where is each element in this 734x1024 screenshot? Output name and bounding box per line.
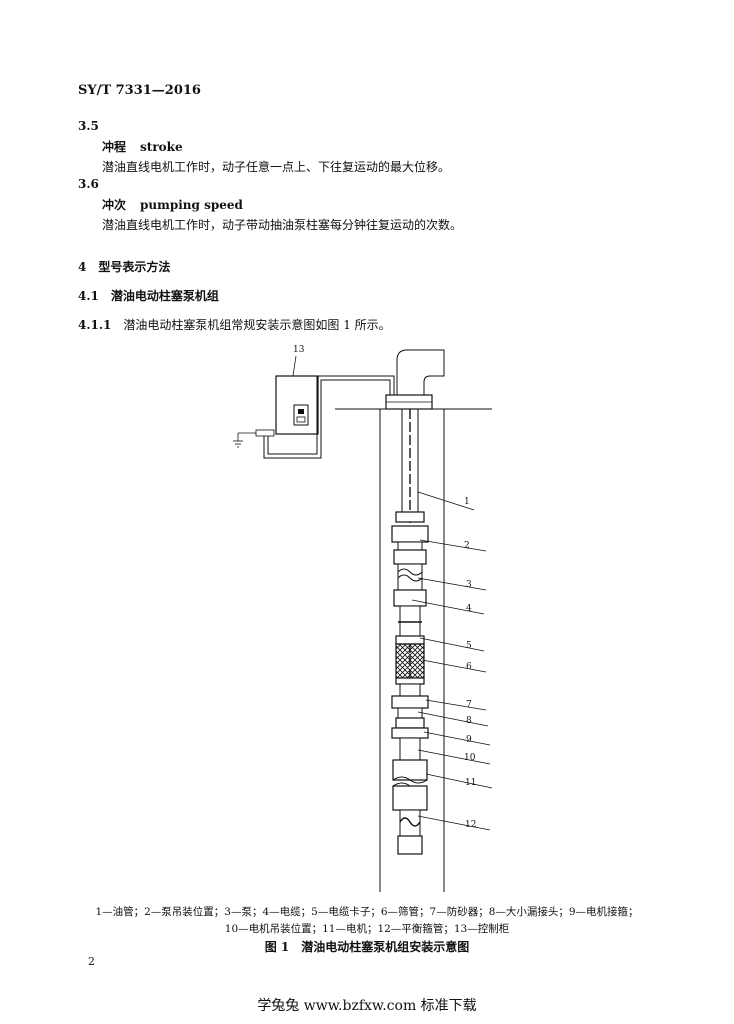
pump-body bbox=[397, 563, 423, 591]
callout-leader bbox=[417, 711, 489, 727]
pump-lower-body bbox=[393, 589, 427, 607]
balance-pipe-break bbox=[399, 817, 421, 827]
term-english: stroke bbox=[140, 140, 183, 154]
sand-control-tube bbox=[399, 683, 421, 697]
motor-lower-body bbox=[392, 785, 428, 811]
section-number: 4 bbox=[78, 260, 87, 274]
callout-number: 3 bbox=[466, 580, 472, 590]
sand-control-device bbox=[391, 695, 429, 709]
figure-number: 图 1 bbox=[264, 940, 290, 954]
section-number: 4.1 bbox=[78, 289, 99, 303]
pump-hanging-joint bbox=[395, 511, 425, 523]
callout-leader bbox=[425, 773, 493, 789]
cabinet-indicator bbox=[296, 416, 306, 423]
motor-coupling bbox=[391, 727, 429, 739]
clause-definition: 潜油直线电机工作时，动子带动抽油泵柱塞每分钟往复运动的次数。 bbox=[102, 218, 463, 232]
callout-number: 4 bbox=[466, 604, 472, 614]
clause-number: 3.5 bbox=[78, 119, 99, 133]
figure-legend-line: 1—油管；2—泵吊装位置；3—泵；4—电缆；5—电缆卡子；6—筛管；7—防砂器；… bbox=[95, 906, 639, 918]
term-english: pumping speed bbox=[140, 198, 243, 212]
pump-break-mark bbox=[397, 568, 423, 582]
paragraph-text: 潜油电动柱塞泵机组常规安装示意图如图 1 所示。 bbox=[123, 318, 391, 332]
callout-leader bbox=[292, 355, 297, 377]
section-heading: 4 型号表示方法 bbox=[78, 258, 170, 275]
callout-leader bbox=[423, 731, 491, 746]
clause-term: 冲次 pumping speed bbox=[102, 196, 243, 213]
callout-leader bbox=[425, 699, 487, 711]
callout-number: 1 bbox=[464, 497, 470, 507]
screen-pipe bbox=[395, 643, 425, 679]
callout-leader bbox=[411, 599, 485, 615]
pump-upper-body bbox=[393, 549, 427, 565]
callout-leader bbox=[419, 539, 487, 552]
callout-number: 11 bbox=[465, 778, 476, 788]
reducing-joint bbox=[397, 707, 423, 719]
subsection-heading: 4.1 潜油电动柱塞泵机组 bbox=[78, 287, 219, 304]
standard-code: SY/T 7331—2016 bbox=[78, 83, 201, 98]
surface-cable-inner bbox=[267, 375, 395, 455]
cable-clamp bbox=[399, 605, 421, 637]
clause-definition: 潜油直线电机工作时，动子任意一点上、下往复运动的最大位移。 bbox=[102, 160, 451, 174]
callout-number: 8 bbox=[466, 716, 472, 726]
balance-bottom-block bbox=[397, 835, 423, 855]
page-number: 2 bbox=[88, 955, 95, 968]
term-chinese: 冲次 bbox=[102, 198, 127, 212]
pump-collar bbox=[391, 525, 429, 543]
pump-barrel bbox=[397, 541, 423, 551]
motor-hanging-neck bbox=[399, 737, 421, 761]
motor-upper-body bbox=[392, 759, 428, 781]
footer-watermark[interactable]: 学兔兔 www.bzfxw.com 标准下载 bbox=[257, 998, 477, 1014]
reducing-joint-lower bbox=[395, 717, 425, 729]
wellhead-elbow bbox=[396, 349, 445, 396]
callout-number: 9 bbox=[466, 735, 472, 745]
section-title: 型号表示方法 bbox=[98, 260, 171, 274]
figure-caption: 图 1 潜油电动柱塞泵机组安装示意图 bbox=[0, 938, 734, 955]
installation-diagram: 13 1 2 3 4 5 6 7 8 9 10 11 12 bbox=[233, 345, 493, 892]
figure-legend-line: 10—电机吊装位置；11—电机；12—平衡箍管；13—控制柜 bbox=[224, 923, 510, 935]
callout-number: 10 bbox=[464, 753, 476, 763]
callout-leader bbox=[419, 637, 485, 652]
callout-leader bbox=[417, 491, 475, 511]
clause-number: 3.6 bbox=[78, 177, 99, 191]
callout-leader bbox=[417, 577, 487, 591]
section-number: 4.1.1 bbox=[78, 318, 112, 332]
callout-number: 2 bbox=[464, 541, 470, 551]
callout-number: 6 bbox=[466, 662, 472, 672]
cabinet-terminal bbox=[255, 429, 275, 437]
clause-term: 冲程 stroke bbox=[102, 138, 183, 155]
callout-number: 5 bbox=[466, 641, 472, 651]
callout-number: 7 bbox=[466, 700, 472, 710]
screen-pipe-top bbox=[395, 635, 425, 645]
callout-number: 12 bbox=[465, 820, 476, 830]
cabinet-indicator bbox=[298, 409, 304, 414]
callout-leader bbox=[417, 815, 491, 831]
surface-cable-outer bbox=[263, 379, 391, 459]
clause-paragraph: 4.1.1 潜油电动柱塞泵机组常规安装示意图如图 1 所示。 bbox=[78, 316, 391, 333]
callout-leader bbox=[417, 749, 491, 765]
figure-title: 潜油电动柱塞泵机组安装示意图 bbox=[301, 940, 470, 954]
callout-leader bbox=[421, 659, 487, 673]
callout-number: 13 bbox=[293, 345, 305, 355]
section-title: 潜油电动柱塞泵机组 bbox=[110, 289, 219, 303]
term-chinese: 冲程 bbox=[102, 140, 127, 154]
screen-pipe-bottom bbox=[395, 677, 425, 685]
